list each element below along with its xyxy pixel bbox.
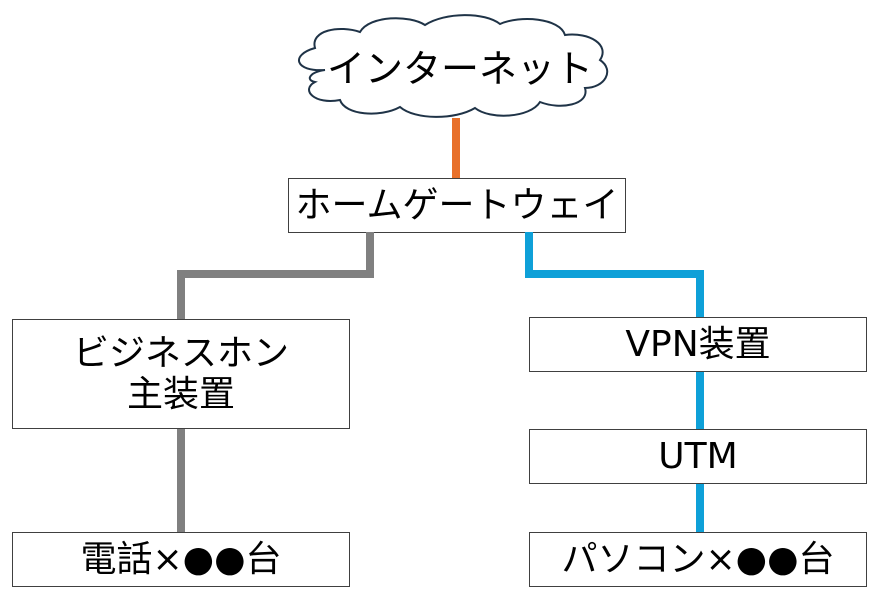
phone-link	[366, 232, 374, 278]
data-link	[696, 371, 704, 430]
phones-node: 電話×●●台	[12, 532, 350, 587]
internet-node: インターネット	[326, 47, 593, 91]
pcs-node: パソコン×●●台	[529, 532, 867, 587]
pbx-label-line1: ビジネスホン	[72, 332, 289, 374]
cloud-icon	[298, 14, 609, 118]
data-link	[525, 232, 533, 278]
pbx-label-line2: 主装置	[126, 374, 235, 415]
phone-link	[177, 270, 185, 320]
internet-link	[452, 118, 460, 180]
data-link	[696, 270, 704, 318]
data-link	[525, 270, 704, 278]
vpn-node: VPN装置	[529, 317, 867, 372]
phone-link	[177, 427, 185, 533]
pbx-node: ビジネスホン 主装置	[12, 319, 350, 429]
gateway-node: ホームゲートウェイ	[288, 178, 626, 233]
utm-node: UTM	[529, 429, 867, 484]
data-link	[696, 483, 704, 533]
phone-link	[177, 270, 374, 278]
